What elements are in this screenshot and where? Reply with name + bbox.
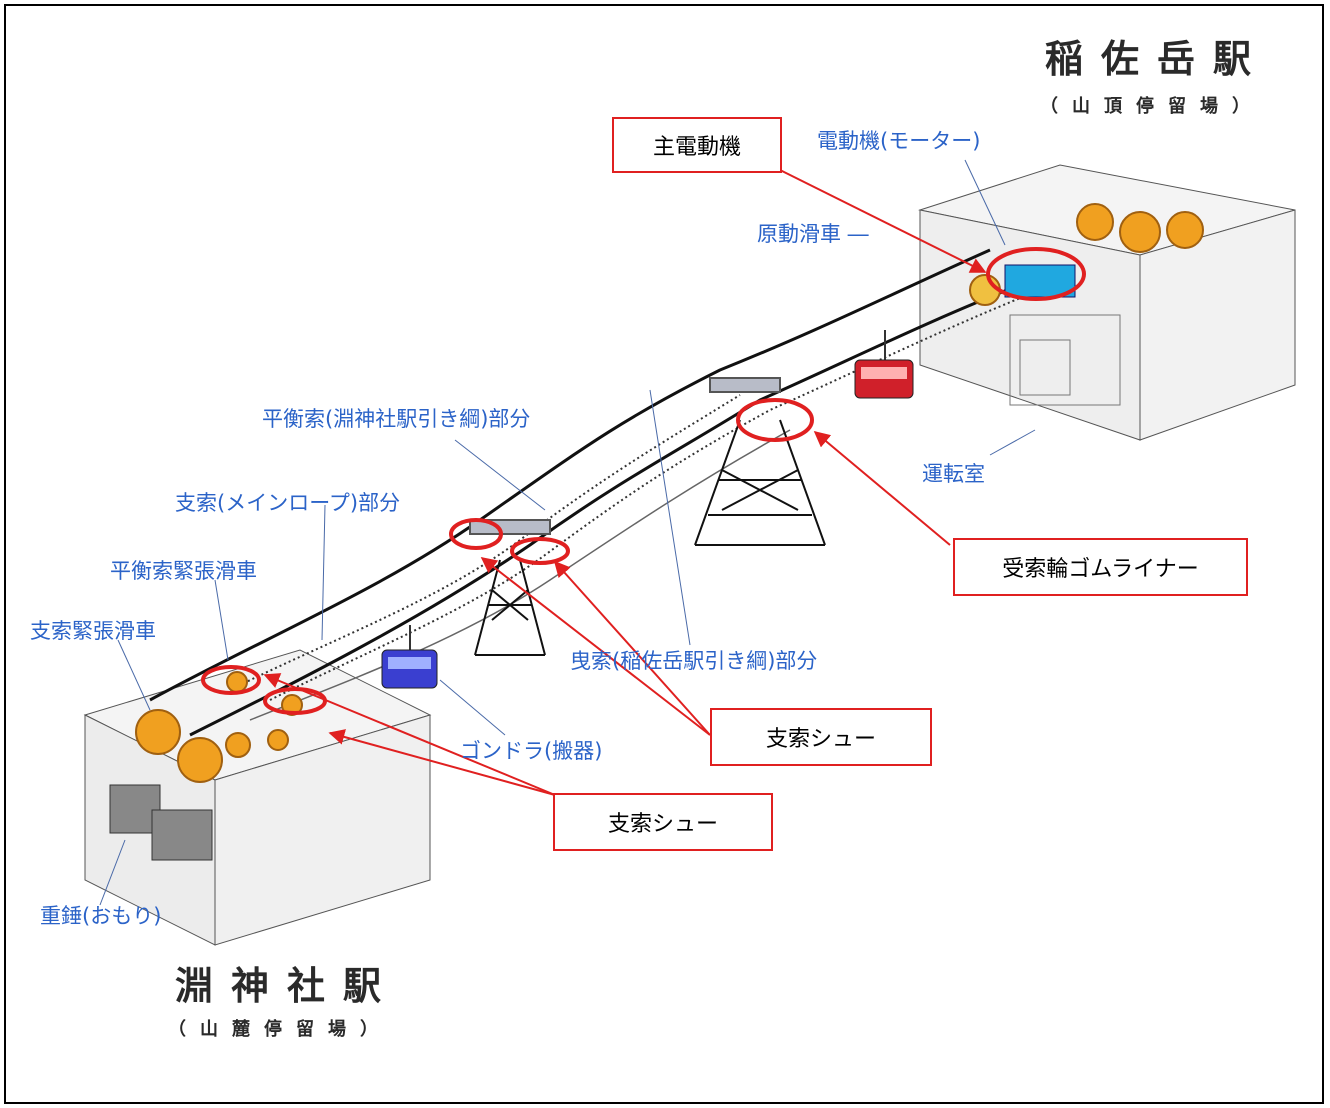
label-haul-rope: 曳索(稲佐岳駅引き綱)部分	[570, 649, 818, 673]
label-control-room: 運転室	[922, 462, 985, 486]
label-weight: 重錘(おもり)	[40, 904, 162, 928]
callout-main-motor: 主電動機	[612, 117, 782, 173]
weights	[109, 784, 213, 861]
label-gondola: ゴンドラ(搬器)	[460, 739, 603, 763]
top-station-name: 稲佐岳駅	[1045, 37, 1270, 81]
label-main-tension-sheave: 支索緊張滑車	[30, 619, 156, 643]
callout-arrows	[263, 169, 987, 796]
bottom-sheaves	[135, 671, 303, 783]
top-station-sub: （山頂停留場）	[1040, 96, 1264, 117]
tower-right	[694, 377, 826, 546]
bottom-station-name: 淵神社駅	[175, 964, 400, 1008]
highlight-ellipses	[201, 247, 1086, 715]
gondola-blue	[381, 625, 438, 689]
leader-lines	[99, 159, 1036, 906]
motor-unit	[1004, 264, 1076, 298]
label-drive-sheave: 原動滑車 ―	[757, 222, 869, 246]
bottom-station-sub: （山麓停留場）	[168, 1019, 392, 1040]
callout-shoe-2: 支索シュー	[553, 793, 773, 851]
ropes	[149, 248, 1041, 737]
gondola-red	[854, 330, 914, 399]
label-balance-rope: 平衡索(淵神社駅引き綱)部分	[262, 407, 531, 431]
callout-rubber-liner: 受索輪ゴムライナー	[953, 538, 1248, 596]
label-balance-tension-sheave: 平衡索緊張滑車	[110, 559, 257, 583]
callout-shoe-1: 支索シュー	[710, 708, 932, 766]
label-main-rope: 支索(メインロープ)部分	[175, 491, 401, 515]
label-motor: 電動機(モーター)	[817, 129, 981, 153]
